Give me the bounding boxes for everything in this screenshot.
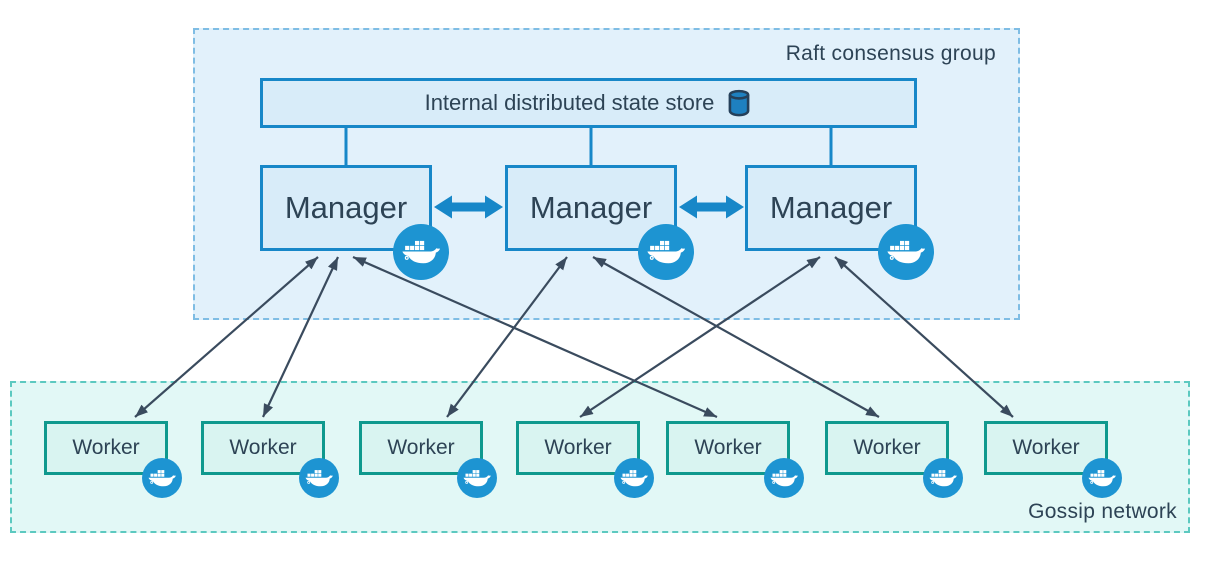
arrow-manager2-worker6 bbox=[592, 256, 880, 418]
manager-label: Manager bbox=[529, 190, 653, 225]
arrow-manager2-worker3 bbox=[446, 256, 568, 418]
worker-node-6: Worker bbox=[825, 421, 949, 475]
state-store-label: Internal distributed state store bbox=[424, 90, 715, 115]
docker-whale-icon bbox=[142, 458, 182, 498]
worker-label: Worker bbox=[853, 436, 921, 459]
manager-worker-arrows bbox=[134, 255, 1014, 419]
worker-label: Worker bbox=[72, 436, 140, 459]
store-manager-connectors bbox=[344, 128, 833, 167]
worker-label: Worker bbox=[694, 436, 762, 459]
docker-whale-icon bbox=[923, 458, 963, 498]
manager-peer-arrow bbox=[434, 195, 503, 219]
arrow-manager3-worker4 bbox=[579, 256, 821, 418]
arrow-manager1-worker2 bbox=[262, 256, 339, 418]
manager-label: Manager bbox=[284, 190, 408, 225]
worker-node-3: Worker bbox=[359, 421, 483, 475]
worker-node-7: Worker bbox=[984, 421, 1108, 475]
worker-node-1: Worker bbox=[44, 421, 168, 475]
docker-whale-icon bbox=[1082, 458, 1122, 498]
docker-whale-icon bbox=[393, 224, 449, 280]
docker-whale-icon bbox=[878, 224, 934, 280]
state-store-node: Internal distributed state store bbox=[260, 78, 917, 128]
manager-peer-arrow bbox=[679, 195, 744, 219]
manager-node-2: Manager bbox=[505, 165, 677, 251]
manager-label: Manager bbox=[769, 190, 893, 225]
manager-peer-arrows bbox=[434, 195, 744, 219]
worker-label: Worker bbox=[544, 436, 612, 459]
worker-label: Worker bbox=[229, 436, 297, 459]
worker-label: Worker bbox=[1012, 436, 1080, 459]
arrow-manager1-worker1 bbox=[134, 256, 319, 418]
arrow-manager3-worker7 bbox=[834, 256, 1014, 418]
docker-whale-icon bbox=[764, 458, 804, 498]
worker-node-5: Worker bbox=[666, 421, 790, 475]
arrow-manager1-worker5 bbox=[352, 255, 718, 419]
docker-whale-icon bbox=[299, 458, 339, 498]
docker-whale-icon bbox=[457, 458, 497, 498]
worker-label: Worker bbox=[387, 436, 455, 459]
gossip-network-label: Gossip network bbox=[1028, 500, 1177, 523]
raft-group-label: Raft consensus group bbox=[785, 42, 996, 65]
docker-whale-icon bbox=[614, 458, 654, 498]
docker-whale-icon bbox=[638, 224, 694, 280]
database-cylinder-icon bbox=[726, 88, 752, 118]
